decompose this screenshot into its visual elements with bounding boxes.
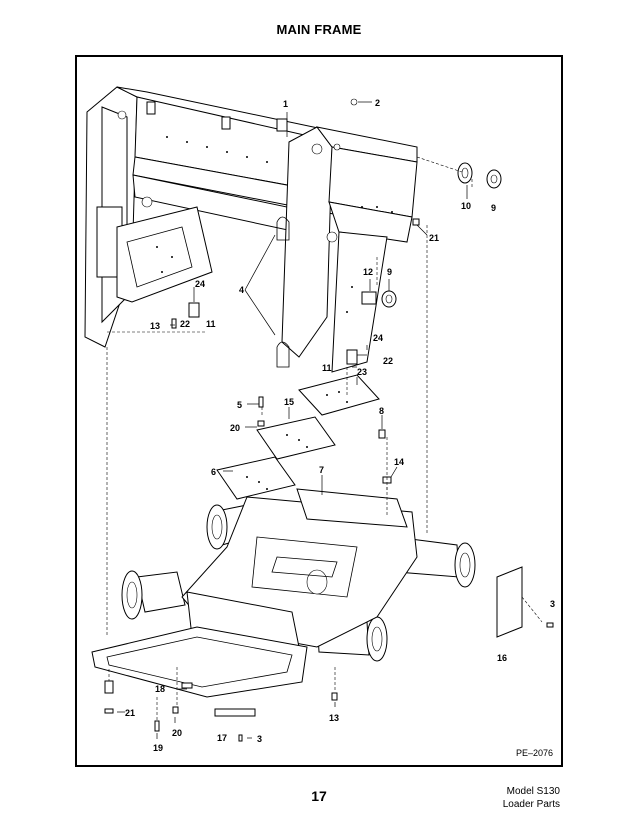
callout-leaders [117,101,468,739]
callout-16: 16 [497,653,507,663]
nut-21-lower [104,708,114,714]
bolt-3-lower [238,734,243,742]
callout-9-upper: 9 [491,203,496,213]
assembly-guides [106,156,543,722]
callout-20-upper: 20 [230,423,240,433]
footer: Model S130 Loader Parts [503,785,560,811]
part-21-lower [104,680,114,694]
callout-3-right: 3 [550,599,555,609]
plate-17 [214,708,256,717]
callout-20-lower: 20 [172,728,182,738]
part-18 [181,682,193,689]
plate-6 [216,456,296,500]
plate-16 [496,566,523,638]
callout-10: 10 [461,201,471,211]
bolt-3-right [546,622,554,628]
washer-20-lower [172,706,179,714]
callout-18: 18 [155,684,165,694]
bolt-5 [258,396,264,408]
callout-24-left: 24 [195,279,205,289]
callout-2: 2 [375,98,380,108]
page-number: 17 [311,788,327,804]
model-label: Model S130 [506,786,560,797]
callout-4: 4 [239,285,244,295]
callout-15: 15 [284,397,294,407]
callout-14: 14 [394,457,404,467]
callout-5: 5 [237,400,242,410]
page-title: MAIN FRAME [276,22,362,37]
callout-9-middle: 9 [387,267,392,277]
callout-13-lower: 13 [329,713,339,723]
lower-chassis [91,488,554,698]
callout-11-left: 11 [206,319,216,329]
callout-8: 8 [379,406,384,416]
plate-23 [298,374,380,416]
part-21-nut [412,218,420,226]
callout-7: 7 [319,465,324,475]
plate-11-right [346,349,358,365]
bearing-10-9-upper [457,162,502,189]
plate-15 [256,416,336,460]
callout-23: 23 [357,367,367,377]
callout-19: 19 [153,743,163,753]
section-label: Loader Parts [502,799,560,810]
callout-17: 17 [217,733,227,743]
bolt-13 [171,318,177,329]
callout-6: 6 [211,467,216,477]
callout-12: 12 [363,267,373,277]
bolt-13-lower [331,692,338,701]
bolt-19 [154,720,160,732]
callout-11-right: 11 [322,363,332,373]
plate-holes [246,391,348,490]
callout-3-lower: 3 [257,734,262,744]
callout-labels: 1 2 10 9 21 12 9 4 24 22 11 13 24 11 22 … [125,98,555,753]
upper-frame [84,86,418,373]
callout-22-left: 22 [180,319,190,329]
callout-21-upper: 21 [429,233,439,243]
plate-11-left [188,302,200,318]
callout-22-right: 22 [383,356,393,366]
bushing-12-9 [361,290,397,308]
part-2-plug [350,98,358,106]
diagram-frame: 1 2 10 9 21 12 9 4 24 22 11 13 24 11 22 … [75,55,563,767]
exploded-parts-drawing: 1 2 10 9 21 12 9 4 24 22 11 13 24 11 22 … [84,86,555,753]
washer-20 [257,420,265,427]
callout-24-right: 24 [373,333,383,343]
callout-1: 1 [283,99,288,109]
callout-21-lower: 21 [125,708,135,718]
callout-13-upper: 13 [150,321,160,331]
fitting-8 [378,429,386,439]
drawing-reference: PE–2076 [515,748,553,758]
